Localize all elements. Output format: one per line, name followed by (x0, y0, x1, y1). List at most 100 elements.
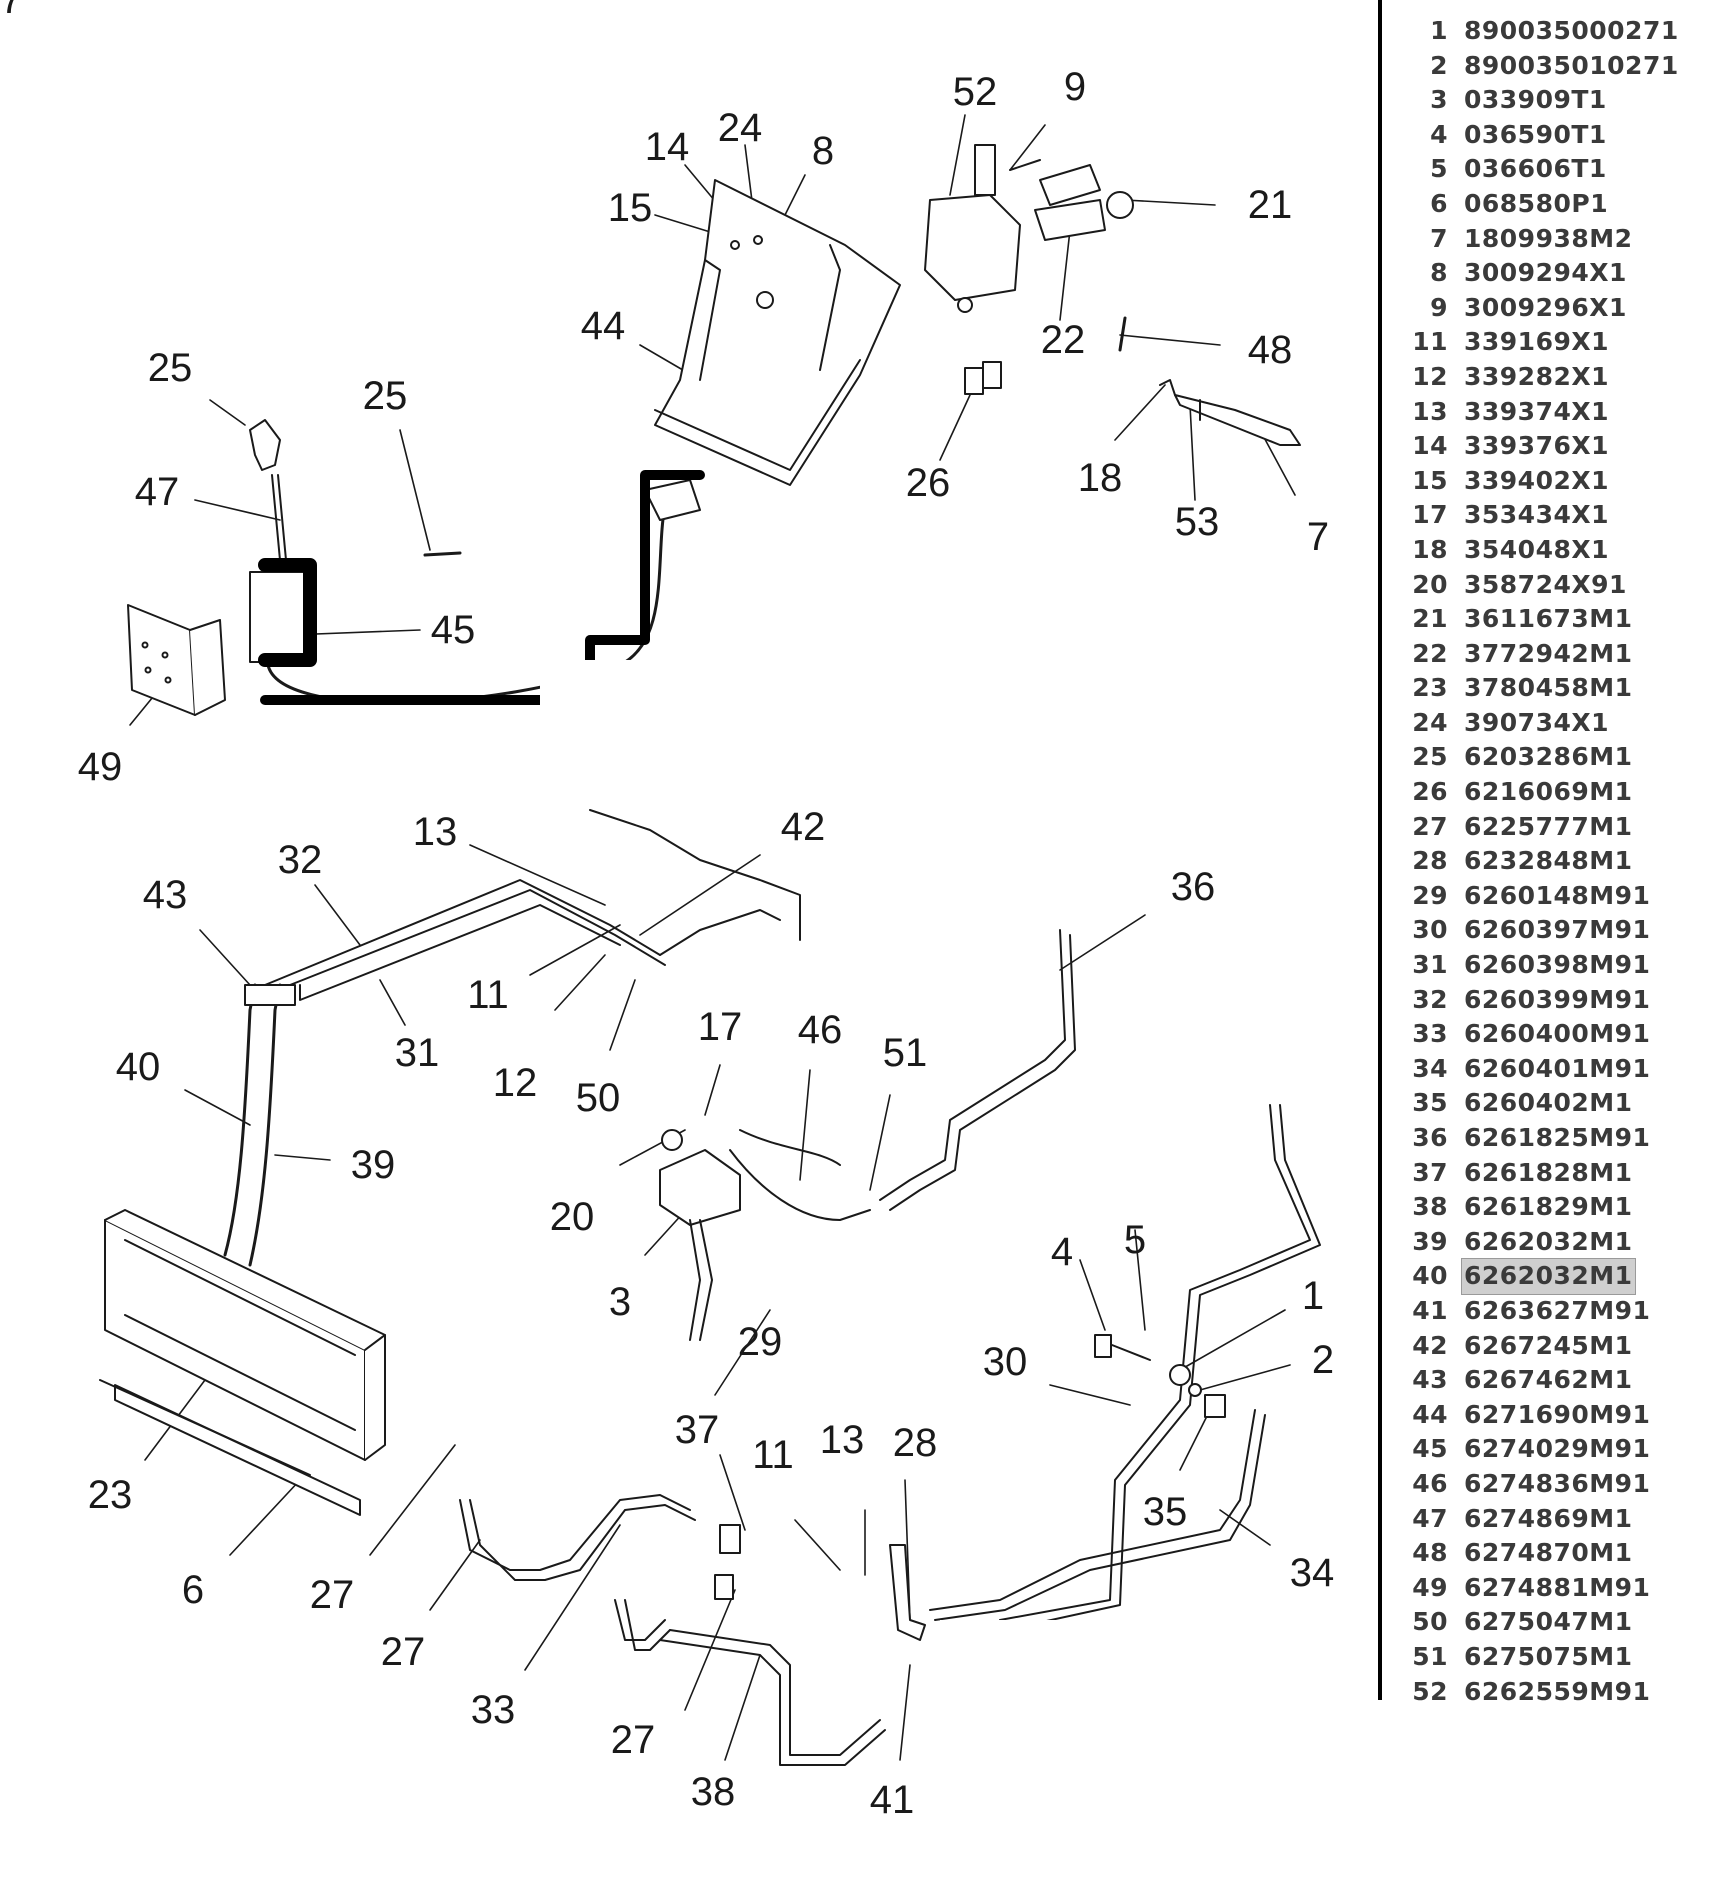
part-item-number: 6 (1430, 188, 1448, 218)
leader-lines (129, 114, 1296, 1761)
part-number: 6262032M1 (1461, 1258, 1636, 1295)
callout-label: 5 (1123, 1218, 1147, 1262)
part-item-number: 41 (1412, 1295, 1448, 1325)
callout-label: 27 (0, 0, 23, 22)
part-item-number: 45 (1412, 1434, 1448, 1464)
lines-33-37-38 (459, 1494, 741, 1651)
part-number: 339374X1 (1464, 396, 1610, 426)
callout-label: 41 (869, 1778, 915, 1822)
callout-label: 25 (147, 346, 193, 390)
callout-label: 38 (690, 1770, 736, 1814)
callout-label: 49 (77, 745, 123, 789)
parts-list-row[interactable]: 24 390734X1 (1390, 706, 1681, 741)
part-item-number: 44 (1412, 1399, 1448, 1429)
seat-bracket (654, 179, 901, 486)
callout-label: 27 (610, 1718, 656, 1762)
lever-assembly (1159, 379, 1301, 446)
part-item-number: 9 (1430, 292, 1448, 322)
lines-31-32 (244, 809, 801, 1006)
part-number: 3611673M1 (1464, 604, 1633, 634)
parts-list-row[interactable]: 25 6203286M1 (1390, 740, 1681, 775)
part-item-number: 24 (1412, 707, 1448, 737)
callout-label: 23 (87, 1473, 133, 1517)
knob-48 (249, 419, 287, 561)
part-item-number: 30 (1412, 915, 1448, 945)
callout-label: 53 (1174, 500, 1220, 544)
callout-label: 26 (905, 461, 951, 505)
part-number: 6260148M91 (1464, 880, 1651, 910)
part-number: 3780458M1 (1464, 673, 1633, 703)
part-number: 6274836M91 (1464, 1468, 1651, 1498)
part-number: 890035000271 (1464, 16, 1679, 45)
part-item-number: 7 (1430, 223, 1448, 253)
part-item-number: 25 (1412, 742, 1448, 772)
part-number: 6203286M1 (1464, 742, 1633, 772)
callout-label: 13 (412, 810, 458, 854)
part-item-number: 49 (1412, 1572, 1448, 1602)
callout-label: 20 (549, 1195, 595, 1239)
oil-cooler-23 (104, 1209, 386, 1461)
part-item-number: 21 (1412, 604, 1448, 634)
part-item-number: 50 (1412, 1607, 1448, 1637)
part-number: 3009294X1 (1464, 258, 1627, 288)
part-number: 6274881M91 (1464, 1572, 1651, 1602)
part-item-number: 34 (1412, 1053, 1448, 1083)
fittings-26 (964, 361, 1002, 395)
part-number: 6267462M1 (1464, 1365, 1633, 1395)
part-number: 6261825M91 (1464, 1123, 1651, 1152)
callout-label: 40 (115, 1045, 161, 1089)
part-number: 390734X1 (1464, 707, 1610, 737)
parts-list-row[interactable]: 49 6274881M91 (1390, 1571, 1681, 1606)
parts-list-row[interactable]: 21 3611673M1 (1390, 602, 1681, 637)
part-item-number: 39 (1412, 1226, 1448, 1256)
part-number: 3772942M1 (1464, 638, 1633, 668)
callout-label: 36 (1170, 865, 1216, 909)
